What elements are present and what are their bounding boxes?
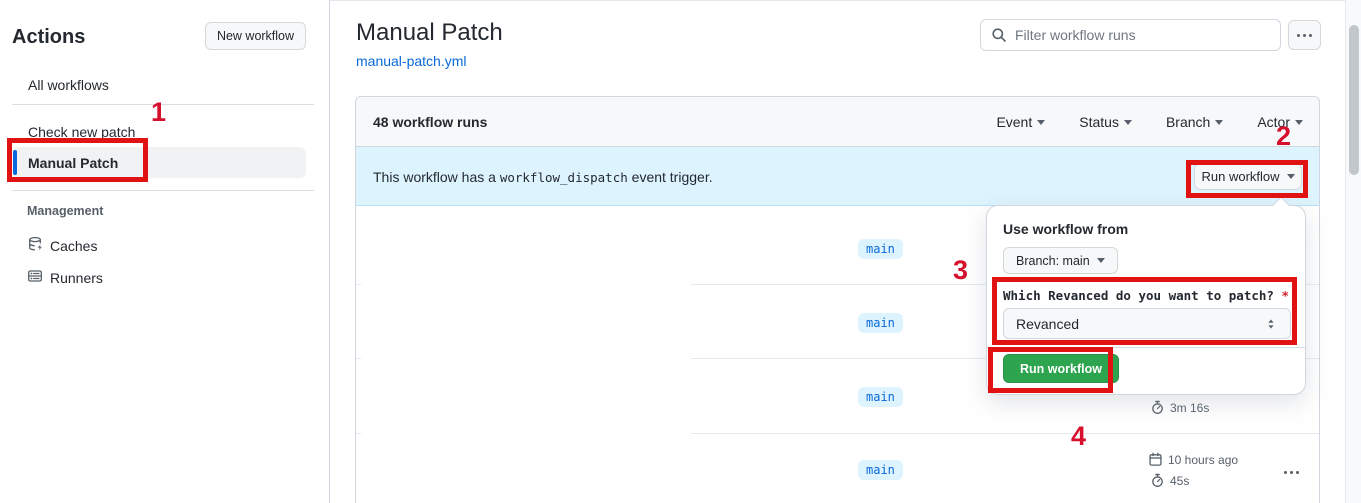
run-date: 10 hours ago: [1148, 452, 1238, 467]
sidebar-divider: [12, 104, 314, 105]
branch-selector-button[interactable]: Branch: main: [1003, 247, 1118, 274]
chevron-down-icon: [1096, 258, 1105, 263]
run-options-button[interactable]: [1284, 461, 1299, 479]
branch-badge[interactable]: main: [858, 239, 903, 259]
runs-list-header: 48 workflow runs Event Status Branch Act…: [356, 97, 1319, 147]
branch-badge[interactable]: main: [858, 387, 903, 407]
run-workflow-dropdown-button[interactable]: Run workflow: [1194, 163, 1302, 190]
run-workflow-submit-button[interactable]: Run workflow: [1003, 354, 1119, 383]
chevron-down-icon: [1215, 119, 1224, 125]
row-divider: [356, 284, 361, 285]
sidebar-item-runners-label: Runners: [50, 269, 103, 286]
filter-branch[interactable]: Branch: [1166, 114, 1224, 130]
sidebar-item-caches[interactable]: Caches: [27, 236, 97, 255]
branch-badge[interactable]: main: [858, 313, 903, 333]
banner-text: This workflow has a workflow_dispatch ev…: [373, 169, 713, 185]
workflow-options-button[interactable]: [1288, 20, 1321, 50]
kebab-icon: [1284, 471, 1299, 474]
sidebar-item-check-new-patch[interactable]: Check new patch: [28, 124, 136, 140]
chevron-down-icon: [1286, 174, 1295, 179]
kebab-icon: [1297, 33, 1312, 37]
branch-badge[interactable]: main: [858, 460, 903, 480]
runners-icon: [27, 268, 43, 287]
stopwatch-icon: [1150, 400, 1165, 415]
runs-count: 48 workflow runs: [373, 113, 488, 130]
sidebar-title: Actions: [12, 26, 86, 48]
search-icon: [991, 27, 1007, 43]
page-title: Manual Patch: [356, 19, 503, 46]
dialog-divider: [987, 347, 1305, 348]
required-marker: *: [1281, 288, 1289, 303]
sidebar-item-manual-patch-label[interactable]: Manual Patch: [28, 155, 119, 171]
filter-event[interactable]: Event: [996, 114, 1046, 130]
dialog-heading: Use workflow from: [1003, 221, 1129, 237]
page-scrollbar[interactable]: [1345, 0, 1361, 503]
new-workflow-button[interactable]: New workflow: [205, 22, 306, 50]
stopwatch-icon: [1150, 473, 1165, 488]
chevron-down-icon: [1123, 119, 1132, 125]
actions-sidebar: Actions New workflow All workflows Check…: [0, 0, 330, 503]
select-arrows-icon: [1264, 317, 1278, 331]
sidebar-divider: [12, 190, 314, 191]
row-divider: [356, 358, 361, 359]
chevron-down-icon: [1295, 119, 1303, 125]
chevron-down-icon: [1037, 119, 1046, 125]
search-input[interactable]: [1015, 27, 1270, 43]
filter-actor[interactable]: Actor: [1257, 114, 1303, 130]
workflow-dispatch-banner: This workflow has a workflow_dispatch ev…: [356, 147, 1319, 206]
cache-icon: [27, 236, 43, 255]
scrollbar-thumb[interactable]: [1349, 25, 1359, 175]
filter-status[interactable]: Status: [1079, 114, 1132, 130]
calendar-icon: [1148, 452, 1163, 467]
sidebar-item-runners[interactable]: Runners: [27, 268, 103, 287]
filter-runs-searchbox[interactable]: [980, 19, 1281, 51]
sidebar-item-manual-patch[interactable]: [13, 147, 306, 178]
sidebar-item-caches-label: Caches: [50, 237, 98, 254]
workflow-file-link[interactable]: manual-patch.yml: [356, 53, 467, 69]
code-workflow-dispatch: workflow_dispatch: [499, 170, 628, 185]
row-divider: [691, 433, 1319, 434]
run-duration: 3m 16s: [1150, 400, 1209, 415]
revanced-select[interactable]: Revanced: [1003, 308, 1291, 339]
run-duration: 45s: [1150, 473, 1189, 488]
selected-indicator-bar: [13, 150, 17, 175]
workflow-input-label: Which Revanced do you want to patch? *: [1003, 288, 1289, 303]
run-workflow-dialog: Use workflow from Branch: main Which Rev…: [986, 196, 1306, 395]
sidebar-item-all-workflows[interactable]: All workflows: [28, 77, 109, 93]
row-divider: [356, 433, 361, 434]
runs-filters: Event Status Branch Actor: [996, 97, 1303, 147]
top-divider: [0, 0, 1361, 1]
management-section-label: Management: [27, 204, 104, 218]
